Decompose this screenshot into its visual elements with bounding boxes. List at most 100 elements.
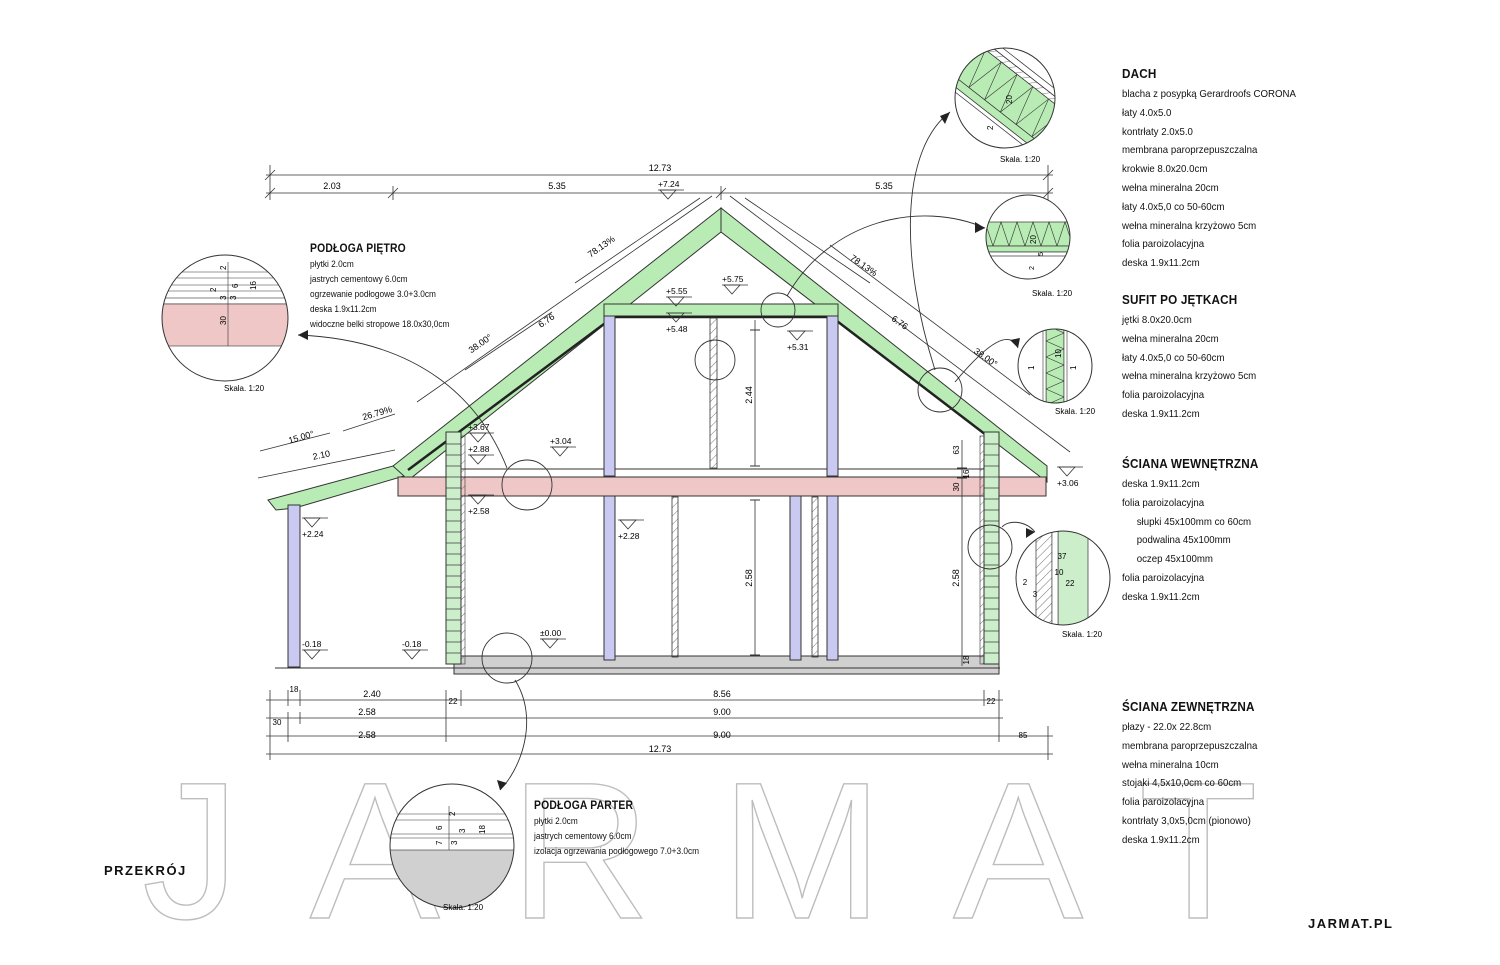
- elevation-label: +3.67: [468, 422, 490, 432]
- dim-upper-height: 2.44: [744, 386, 754, 404]
- bot-total-dim: 12.73: [649, 744, 672, 754]
- elevation-marker: +7.24: [658, 179, 684, 200]
- svg-text:3: 3: [229, 295, 238, 300]
- leader-arrowheads: [298, 112, 1035, 790]
- spec-line: folia paroizolacyjna: [1122, 796, 1205, 809]
- ground-slab: [453, 655, 1000, 675]
- elevation-marker: +2.24: [302, 517, 328, 539]
- collar-ceiling: [603, 303, 839, 317]
- svg-text:Skala. 1:20: Skala. 1:20: [1000, 155, 1041, 164]
- elevation-marker: -0.18: [302, 639, 328, 660]
- spec-line: deska 1.9x11.2cm: [1122, 478, 1200, 490]
- lower-post-1: [603, 495, 616, 661]
- spec-line: folia paroizolacyjna: [1122, 571, 1205, 584]
- elevation-marker: +2.88: [468, 444, 494, 465]
- elevation-marker: +3.04: [550, 436, 576, 457]
- spec-line: wełna mineralna 20cm: [1122, 332, 1219, 345]
- spec-internal-wall: ŚCIANA WEWNĘTRZNA deska 1.9x11.2cm folia …: [1122, 456, 1274, 607]
- svg-text:10: 10: [1054, 349, 1063, 358]
- top-dim-3: 5.35: [875, 181, 893, 191]
- svg-text:20: 20: [1005, 95, 1014, 104]
- spec-line: membrana paroprzepuszczalna: [1122, 144, 1258, 157]
- note-line: deska 1.9x11.2cm: [310, 304, 377, 314]
- upper-post-left: [603, 315, 616, 477]
- spec-line: jętki 8.0x20.0cm: [1122, 314, 1192, 326]
- spec-line: deska 1.9x11.2cm: [1122, 257, 1200, 270]
- top-dim-2: 5.35: [548, 181, 566, 191]
- svg-text:3: 3: [458, 828, 467, 833]
- lower-post-3: [826, 495, 839, 661]
- dim-right-lower-height: 2.58: [951, 569, 961, 587]
- bot-dim-18: 18: [290, 685, 299, 694]
- svg-text:10: 10: [1055, 568, 1064, 577]
- elevation-label: +2.24: [302, 529, 324, 539]
- house-section: [267, 206, 1048, 675]
- note-ground-floor-title: PODŁOGA PARTER: [534, 800, 634, 812]
- elevation-marker: +5.55: [666, 286, 692, 307]
- roof-pitch-left: 78.13%: [586, 234, 617, 260]
- spec-line: folia paroizolacyjna: [1122, 496, 1205, 509]
- dim-30: 30: [952, 482, 961, 491]
- elevation-label: +2.28: [618, 531, 640, 541]
- lower-post-2: [789, 495, 802, 661]
- svg-text:Skala. 1:20: Skala. 1:20: [443, 903, 484, 912]
- svg-text:2: 2: [448, 811, 457, 816]
- elevation-label: +2.88: [468, 444, 490, 454]
- svg-text:Skala. 1:20: Skala. 1:20: [1055, 407, 1096, 416]
- bottom-dimension-lines: [266, 690, 1053, 760]
- ceiling-detail: 20 5 2 Skala. 1:20: [985, 194, 1073, 298]
- spec-line: łaty 4.0x5,0 co 50-60cm: [1122, 351, 1225, 364]
- spec-internal-wall-title: ŚCIANA WEWNĘTRZNA: [1122, 456, 1259, 471]
- elevation-marker: ±0.00: [540, 628, 566, 649]
- top-dim-1: 2.03: [323, 181, 341, 191]
- dim-18: 18: [962, 655, 971, 664]
- bot-dim-856: 8.56: [713, 689, 731, 699]
- svg-text:37: 37: [1058, 552, 1067, 561]
- roof-pitch-right: 78.13%: [848, 253, 879, 279]
- spec-line: łaty 4.0x5,0 co 50-60cm: [1122, 200, 1225, 213]
- note-line: jastrych cementowy 6.0cm: [310, 274, 408, 284]
- svg-text:Skala. 1:20: Skala. 1:20: [224, 384, 265, 393]
- upper-post-right: [826, 315, 839, 477]
- svg-text:3: 3: [219, 295, 228, 300]
- bot-dim-22a: 22: [449, 697, 458, 706]
- svg-text:6: 6: [231, 283, 240, 288]
- spec-line: wełna mineralna 20cm: [1122, 181, 1219, 194]
- spec-line: folia paroizolacyjna: [1122, 238, 1205, 251]
- note-line: płytki 2.0cm: [310, 259, 354, 269]
- elevation-marker: +5.31: [787, 330, 813, 352]
- roof-detail: 20 2 Skala. 1:20: [954, 47, 1056, 164]
- note-line: widoczne belki stropowe 18.0x30,0cm: [310, 319, 450, 329]
- svg-text:3: 3: [1033, 590, 1038, 599]
- bot-dim-258b: 2.58: [358, 730, 376, 740]
- dim-16: 16: [962, 469, 971, 478]
- spec-line: płazy - 22.0x 22.8cm: [1122, 721, 1212, 733]
- svg-text:20: 20: [1029, 235, 1038, 244]
- svg-text:6: 6: [435, 825, 444, 830]
- elevation-label: +5.75: [722, 274, 744, 284]
- porch-length: 2.10: [312, 448, 331, 461]
- elevation-marker: +3.67: [468, 422, 494, 443]
- top-dimension-lines: [264, 165, 1054, 200]
- spec-line: wełna mineralna krzyżowo 5cm: [1122, 219, 1257, 232]
- elevation-marker: +5.48: [666, 312, 692, 334]
- lower-partition-1: [671, 496, 679, 658]
- svg-text:30: 30: [219, 316, 228, 325]
- svg-text:1: 1: [1069, 365, 1078, 370]
- elevation-label: +5.55: [666, 286, 688, 296]
- svg-text:1: 1: [1027, 365, 1036, 370]
- spec-line: deska 1.9x11.2cm: [1122, 833, 1200, 846]
- elevation-label: +5.31: [787, 342, 809, 352]
- roof-slope-dimension-lines: [257, 195, 1071, 479]
- svg-text:18: 18: [478, 825, 487, 834]
- spec-line: deska 1.9x11.2cm: [1122, 590, 1200, 603]
- porch-angle: 15.00°: [287, 429, 315, 446]
- spec-roof-title: DACH: [1122, 66, 1157, 81]
- spec-line: krokwie 8.0x20.0cm: [1122, 163, 1208, 176]
- top-total-dim: 12.73: [649, 163, 672, 173]
- spec-line: deska 1.9x11.2cm: [1122, 407, 1200, 420]
- left-external-wall: [445, 431, 466, 665]
- svg-text:3: 3: [450, 840, 459, 845]
